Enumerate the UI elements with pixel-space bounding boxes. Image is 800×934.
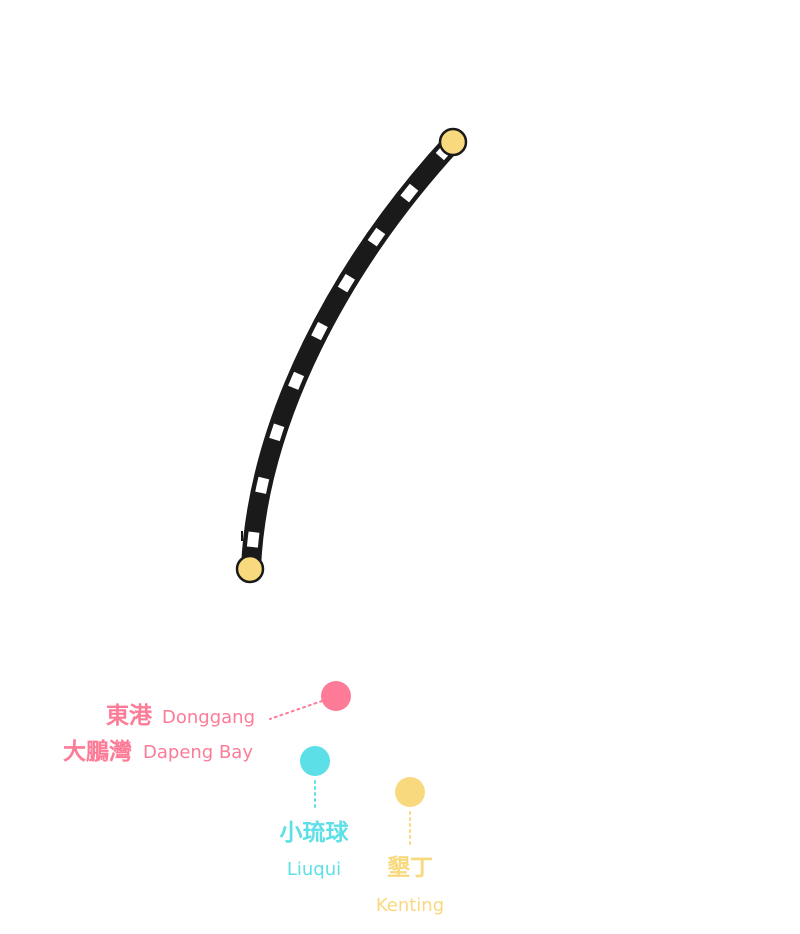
liuqiu-name-zh: 小琉球 [280,819,350,846]
route-line [241,132,463,577]
route-casing [241,132,463,577]
donggang-leader-line [269,700,323,720]
donggang-name-zh: 東港 [106,703,153,729]
route-end-marker[interactable] [235,554,265,584]
kenting-name-en: Kenting [376,895,444,916]
dapeng-name-zh: 大鵬灣 [63,738,132,765]
liuqiu-marker[interactable] [300,746,330,776]
route-dashes [245,138,458,568]
kenting-name-zh: 墾丁 [387,854,433,881]
kenting-marker[interactable] [395,777,425,807]
dapeng-name-en: Dapeng Bay [143,742,253,763]
liuqiu-name-en: Liuqui [287,859,341,880]
donggang-marker[interactable] [321,681,351,711]
route-start-marker[interactable] [438,127,468,157]
donggang-name-en: Donggang [162,707,255,728]
